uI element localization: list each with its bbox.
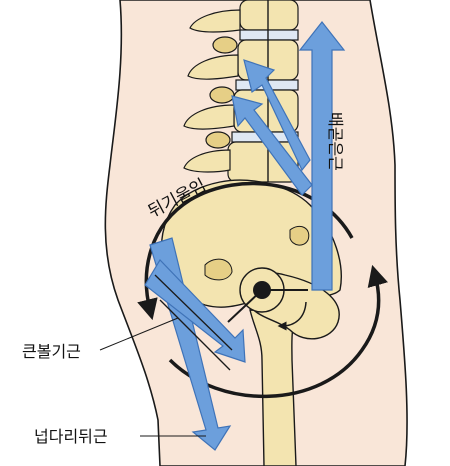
gluteus-maximus-arrow (144, 259, 246, 371)
hamstrings-label: 넙다리뒤근 (34, 427, 108, 446)
gluteus-leader-line (99, 317, 179, 351)
abdominal-label: 배곧은근 (326, 112, 345, 171)
rotation-arc-lower (168, 264, 388, 398)
abdominal-arrows (231, 21, 346, 291)
hip-joint-pivot (227, 281, 308, 331)
gluteus-maximus-label: 큰볼기근 (22, 342, 81, 361)
